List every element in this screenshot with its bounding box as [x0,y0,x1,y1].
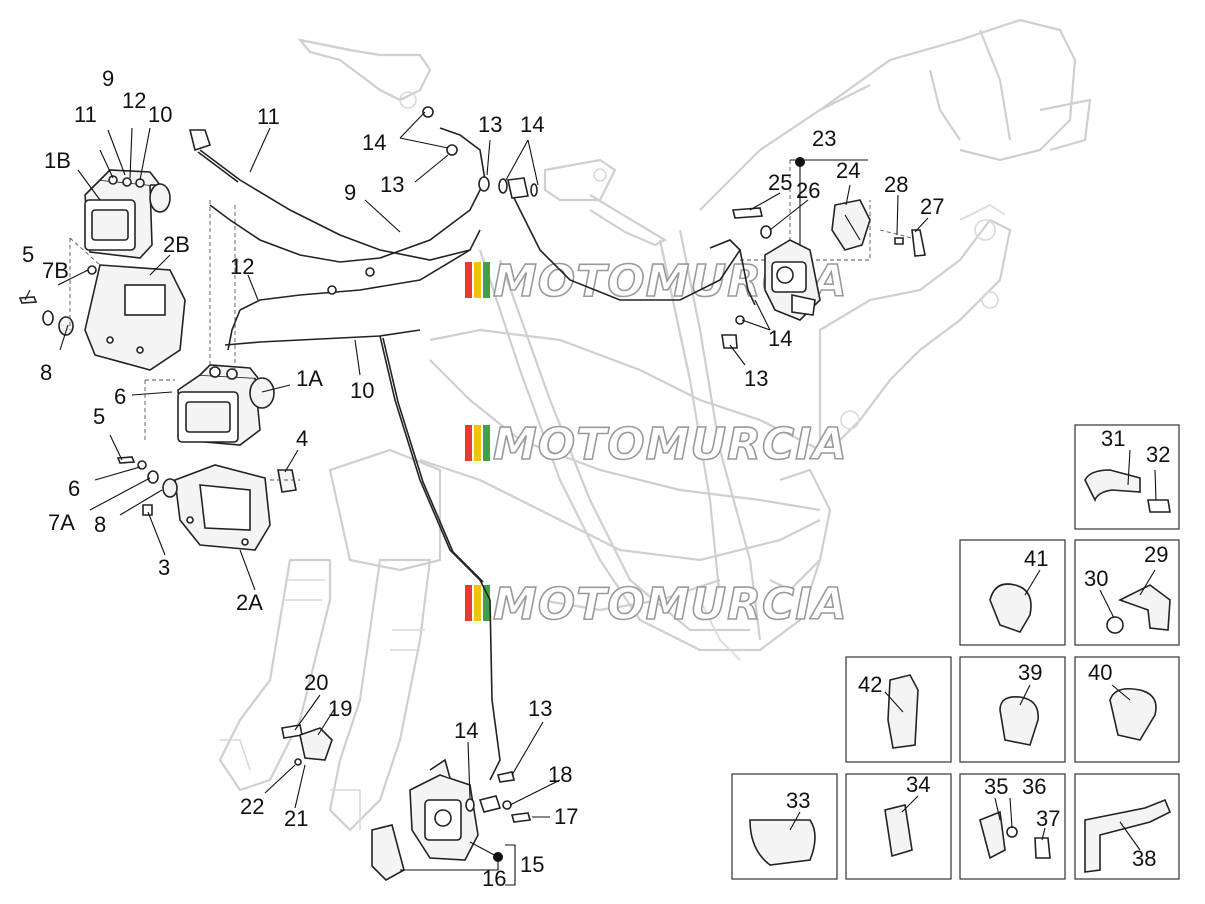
pad-spring-24 [831,199,871,251]
clip-box-41 [959,539,1066,646]
clip-box-38 [1074,773,1180,880]
clip-box-42 [845,656,952,763]
label-33: 33 [786,788,810,813]
hose-9 [209,127,486,263]
label-31: 31 [1101,426,1125,451]
label-38: 38 [1132,846,1156,871]
label-14-d: 14 [454,718,478,743]
label-9-a: 9 [102,66,114,91]
label-2b: 2B [163,232,190,257]
label-8-b: 8 [94,512,106,537]
label-11-a: 11 [74,102,97,127]
label-1b: 1B [44,148,71,173]
label-18: 18 [548,762,572,787]
clip-box-40 [1074,656,1180,763]
label-14-a: 14 [362,130,386,155]
label-6-a: 6 [114,384,126,409]
label-41: 41 [1024,546,1048,571]
hose-10 [224,329,501,781]
rear-hardware [721,207,926,349]
label-40: 40 [1088,660,1112,685]
label-12-b: 12 [230,254,254,279]
label-3: 3 [158,555,170,580]
label-1a: 1A [296,366,323,391]
label-32: 32 [1146,442,1170,467]
label-13-b: 13 [478,112,502,137]
clip-box-33 [731,773,838,880]
label-17: 17 [554,804,578,829]
label-2a: 2A [236,590,263,615]
label-13-a: 13 [380,172,404,197]
right-brake-lever [543,158,668,247]
clip-box-34 [845,773,952,880]
hose-11 [188,129,481,261]
sensor-19-20 [281,724,333,766]
label-23: 23 [812,126,836,151]
label-10-b: 10 [350,378,374,403]
watermark-text-2: MOTOMURCIA [493,419,848,470]
label-27: 27 [920,194,944,219]
hose-fittings [327,106,538,295]
clip-box-35-37 [959,773,1066,880]
front-caliper-15 [409,758,479,861]
leader-lines [24,111,1157,886]
label-14-b: 14 [520,112,544,137]
label-6-b: 6 [68,476,80,501]
label-21: 21 [284,806,308,831]
abs-unit-1a [177,364,275,446]
label-16: 16 [482,866,506,891]
label-15: 15 [520,852,544,877]
label-35: 35 [984,774,1008,799]
label-36: 36 [1022,774,1046,799]
label-5-b: 5 [93,404,105,429]
rear-caliper-23 [764,239,821,321]
label-7a: 7A [48,510,75,535]
bullet-23 [795,157,805,167]
front-hardware [465,771,532,823]
bracket-2b [84,264,186,371]
label-5-a: 5 [22,242,34,267]
label-12-a: 12 [122,88,146,113]
label-9-b: 9 [344,180,356,205]
watermark-text-3: MOTOMURCIA [493,579,848,630]
label-39: 39 [1018,660,1042,685]
label-4: 4 [296,426,308,451]
part-labels: 1B 11 9 12 10 2B 5 7B 8 6 1A 5 4 6 7A 8 … [22,66,1170,891]
hose-rear [509,189,756,306]
label-22: 22 [240,794,264,819]
clip-box-31-32 [1074,424,1180,530]
label-8-a: 8 [40,360,52,385]
label-13-d: 13 [528,696,552,721]
clip-box-39 [959,656,1066,763]
abs-unit-1b [84,169,171,259]
label-37: 37 [1036,806,1060,831]
label-28: 28 [884,172,908,197]
label-26: 26 [796,178,820,203]
label-30: 30 [1084,566,1108,591]
brake-pad-16 [371,824,405,881]
label-11-b: 11 [257,104,280,129]
label-24: 24 [836,158,860,183]
hose-12 [227,249,471,351]
label-14-c: 14 [768,326,792,351]
scooter-frame [218,18,1092,832]
label-10-a: 10 [148,102,172,127]
label-29: 29 [1144,542,1168,567]
clip-box-29-30 [1074,539,1180,646]
bullet-15 [493,852,503,862]
watermark-3: MOTOMURCIA [465,578,848,631]
bracket-2a [174,464,271,551]
label-34: 34 [906,772,930,797]
hardware-1b [18,265,97,336]
label-7b: 7B [42,258,69,283]
left-brake-lever [297,38,432,109]
label-20: 20 [304,670,328,695]
watermark-2: MOTOMURCIA [465,418,848,471]
label-25: 25 [768,170,792,195]
label-42: 42 [858,672,882,697]
label-19: 19 [328,696,352,721]
label-13-c: 13 [744,366,768,391]
